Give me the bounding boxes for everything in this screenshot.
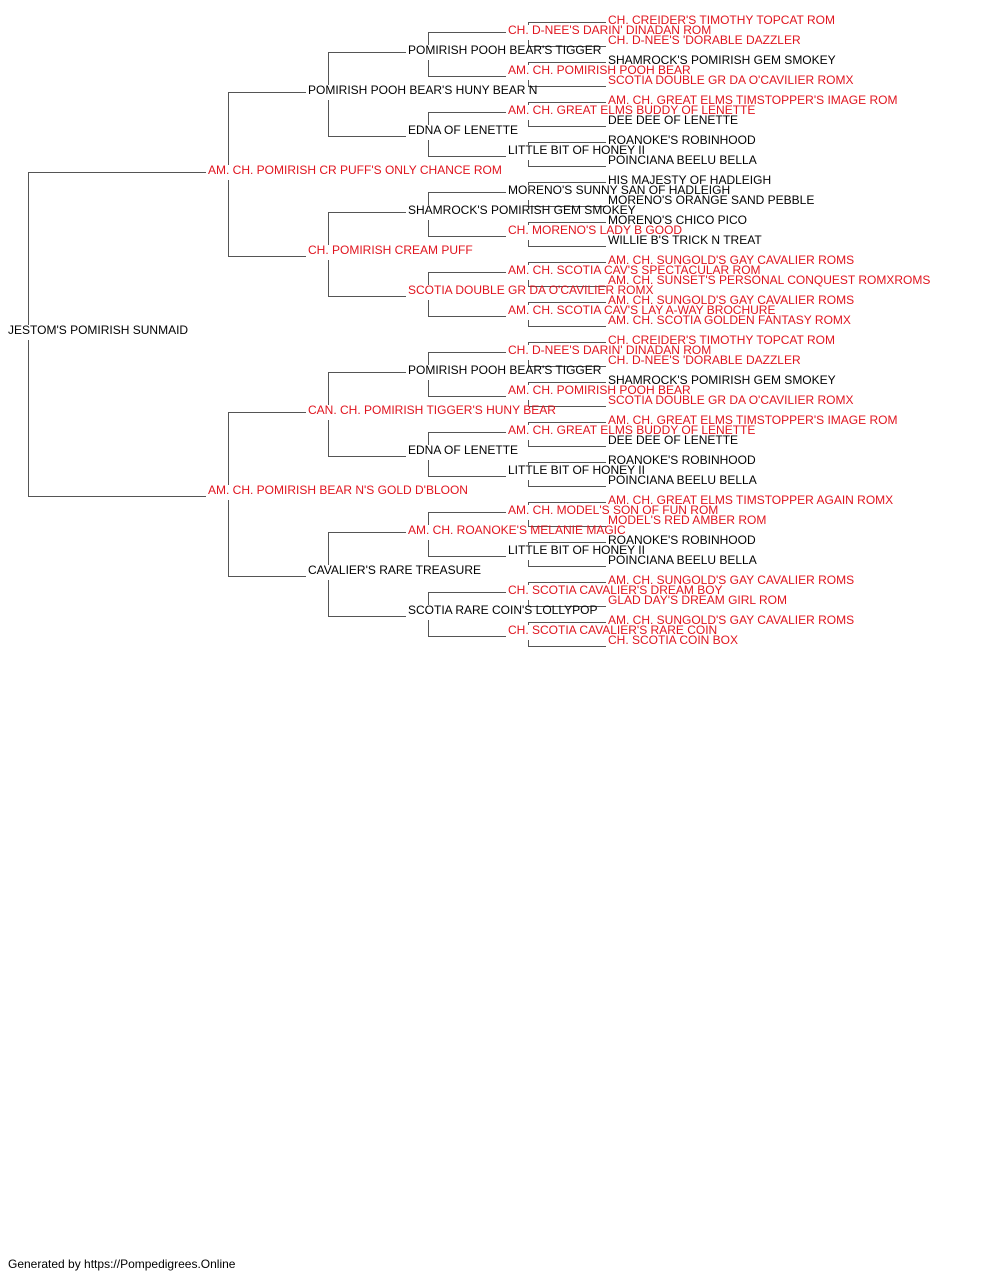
- ancestor-name-gen5: SHAMROCK'S POMIRISH GEM SMOKEY: [608, 373, 836, 387]
- ancestor-name-gen3: EDNA OF LENETTE: [408, 123, 519, 137]
- ancestor-name-gen2: CH. POMIRISH CREAM PUFF: [308, 243, 473, 257]
- ancestor-name-gen5: AM. CH. GREAT ELMS TIMSTOPPER AGAIN ROMX: [608, 493, 894, 507]
- ancestor-name-gen4: AM. CH. SCOTIA CAV'S LAY A-WAY BROCHURE: [508, 303, 776, 317]
- ancestor-name-gen3: SCOTIA RARE COIN'S LOLLYPOP: [408, 603, 598, 617]
- ancestor-name-gen5: POINCIANA BEELU BELLA: [608, 473, 757, 487]
- ancestor-name-gen4: LITTLE BIT OF HONEY II: [508, 143, 645, 157]
- ancestor-name-gen5: AM. CH. GREAT ELMS TIMSTOPPER'S IMAGE RO…: [608, 93, 898, 107]
- ancestor-name-gen5: HIS MAJESTY OF HADLEIGH: [608, 173, 772, 187]
- ancestor-name-gen3: SCOTIA DOUBLE GR DA O'CAVILIER ROMX: [408, 283, 654, 297]
- ancestor-name-gen4: CH. D-NEE'S DARIN' DINADAN ROM: [508, 343, 712, 357]
- ancestor-name-gen4: AM. CH. GREAT ELMS BUDDY OF LENETTE: [508, 423, 756, 437]
- ancestor-name-gen4: AM. CH. SCOTIA CAV'S SPECTACULAR ROM: [508, 263, 761, 277]
- ancestor-name-gen5: GLAD DAY'S DREAM GIRL ROM: [608, 593, 787, 607]
- ancestor-name-gen4: CH. SCOTIA CAVALIER'S DREAM BOY: [508, 583, 723, 597]
- ancestor-name-gen5: AM. CH. SUNGOLD'S GAY CAVALIER ROMS: [608, 613, 855, 627]
- ancestor-name-gen5: CH. SCOTIA COIN BOX: [608, 633, 739, 647]
- ancestor-name-gen4: CH. D-NEE'S DARIN' DINADAN ROM: [508, 23, 712, 37]
- ancestor-name-gen5: ROANOKE'S ROBINHOOD: [608, 533, 756, 547]
- ancestor-name-gen4: AM. CH. POMIRISH POOH BEAR: [508, 63, 691, 77]
- ancestor-name-gen5: CH. D-NEE'S 'DORABLE DAZZLER: [608, 33, 801, 47]
- ancestor-name-gen5: CH. D-NEE'S 'DORABLE DAZZLER: [608, 353, 801, 367]
- ancestor-name-gen3: POMIRISH POOH BEAR'S TIGGER: [408, 363, 602, 377]
- ancestor-name-gen4: MORENO'S SUNNY SAN OF HADLEIGH: [508, 183, 731, 197]
- ancestor-name-gen4: AM. CH. POMIRISH POOH BEAR: [508, 383, 691, 397]
- ancestor-name-gen3: EDNA OF LENETTE: [408, 443, 519, 457]
- ancestor-name-gen5: AM. CH. SUNSET'S PERSONAL CONQUEST ROMXR…: [608, 273, 931, 287]
- ancestor-name-gen5: MORENO'S CHICO PICO: [608, 213, 747, 227]
- ancestor-name-gen5: AM. CH. SUNGOLD'S GAY CAVALIER ROMS: [608, 293, 855, 307]
- ancestor-name-gen5: ROANOKE'S ROBINHOOD: [608, 133, 756, 147]
- ancestor-name-gen5: CH. CREIDER'S TIMOTHY TOPCAT ROM: [608, 333, 835, 347]
- ancestor-name-gen5: AM. CH. GREAT ELMS TIMSTOPPER'S IMAGE RO…: [608, 413, 898, 427]
- ancestor-name-gen1: AM. CH. POMIRISH BEAR N'S GOLD D'BLOON: [208, 483, 468, 497]
- ancestor-name-gen3: POMIRISH POOH BEAR'S TIGGER: [408, 43, 602, 57]
- ancestor-name-gen5: AM. CH. SUNGOLD'S GAY CAVALIER ROMS: [608, 253, 855, 267]
- ancestor-name-gen1: AM. CH. POMIRISH CR PUFF'S ONLY CHANCE R…: [208, 163, 502, 177]
- ancestor-name-gen3: AM. CH. ROANOKE'S MELANIE MAGIC: [408, 523, 626, 537]
- ancestor-name-gen4: CH. SCOTIA CAVALIER'S RARE COIN: [508, 623, 718, 637]
- ancestor-name-gen5: AM. CH. SCOTIA GOLDEN FANTASY ROMX: [608, 313, 851, 327]
- generated-by-footer: Generated by https://Pompedigrees.Online: [8, 1257, 236, 1271]
- ancestor-name-gen5: DEE DEE OF LENETTE: [608, 433, 739, 447]
- ancestor-name-gen5: MODEL'S RED AMBER ROM: [608, 513, 767, 527]
- ancestor-name-gen5: CH. CREIDER'S TIMOTHY TOPCAT ROM: [608, 13, 835, 27]
- ancestor-name-gen5: MORENO'S ORANGE SAND PEBBLE: [608, 193, 815, 207]
- ancestor-name-gen5: AM. CH. SUNGOLD'S GAY CAVALIER ROMS: [608, 573, 855, 587]
- ancestor-name-gen5: POINCIANA BEELU BELLA: [608, 553, 757, 567]
- subject-dog-name: JESTOM'S POMIRISH SUNMAID: [8, 323, 189, 337]
- ancestor-name-gen4: LITTLE BIT OF HONEY II: [508, 543, 645, 557]
- ancestor-name-gen5: POINCIANA BEELU BELLA: [608, 153, 757, 167]
- ancestor-name-gen2: POMIRISH POOH BEAR'S HUNY BEAR N: [308, 83, 538, 97]
- ancestor-name-gen3: SHAMROCK'S POMIRISH GEM SMOKEY: [408, 203, 636, 217]
- ancestor-name-gen5: ROANOKE'S ROBINHOOD: [608, 453, 756, 467]
- ancestor-name-gen4: LITTLE BIT OF HONEY II: [508, 463, 645, 477]
- ancestor-name-gen5: SHAMROCK'S POMIRISH GEM SMOKEY: [608, 53, 836, 67]
- ancestor-name-gen5: SCOTIA DOUBLE GR DA O'CAVILIER ROMX: [608, 393, 854, 407]
- ancestor-name-gen4: CH. MORENO'S LADY B GOOD: [508, 223, 683, 237]
- ancestor-name-gen4: AM. CH. MODEL'S SON OF FUN ROM: [508, 503, 719, 517]
- ancestor-name-gen2: CAVALIER'S RARE TREASURE: [308, 563, 482, 577]
- ancestor-name-gen5: WILLIE B'S TRICK N TREAT: [608, 233, 762, 247]
- ancestor-name-gen2: CAN. CH. POMIRISH TIGGER'S HUNY BEAR: [308, 403, 556, 417]
- ancestor-name-gen5: DEE DEE OF LENETTE: [608, 113, 739, 127]
- ancestor-name-gen4: AM. CH. GREAT ELMS BUDDY OF LENETTE: [508, 103, 756, 117]
- ancestor-name-gen5: SCOTIA DOUBLE GR DA O'CAVILIER ROMX: [608, 73, 854, 87]
